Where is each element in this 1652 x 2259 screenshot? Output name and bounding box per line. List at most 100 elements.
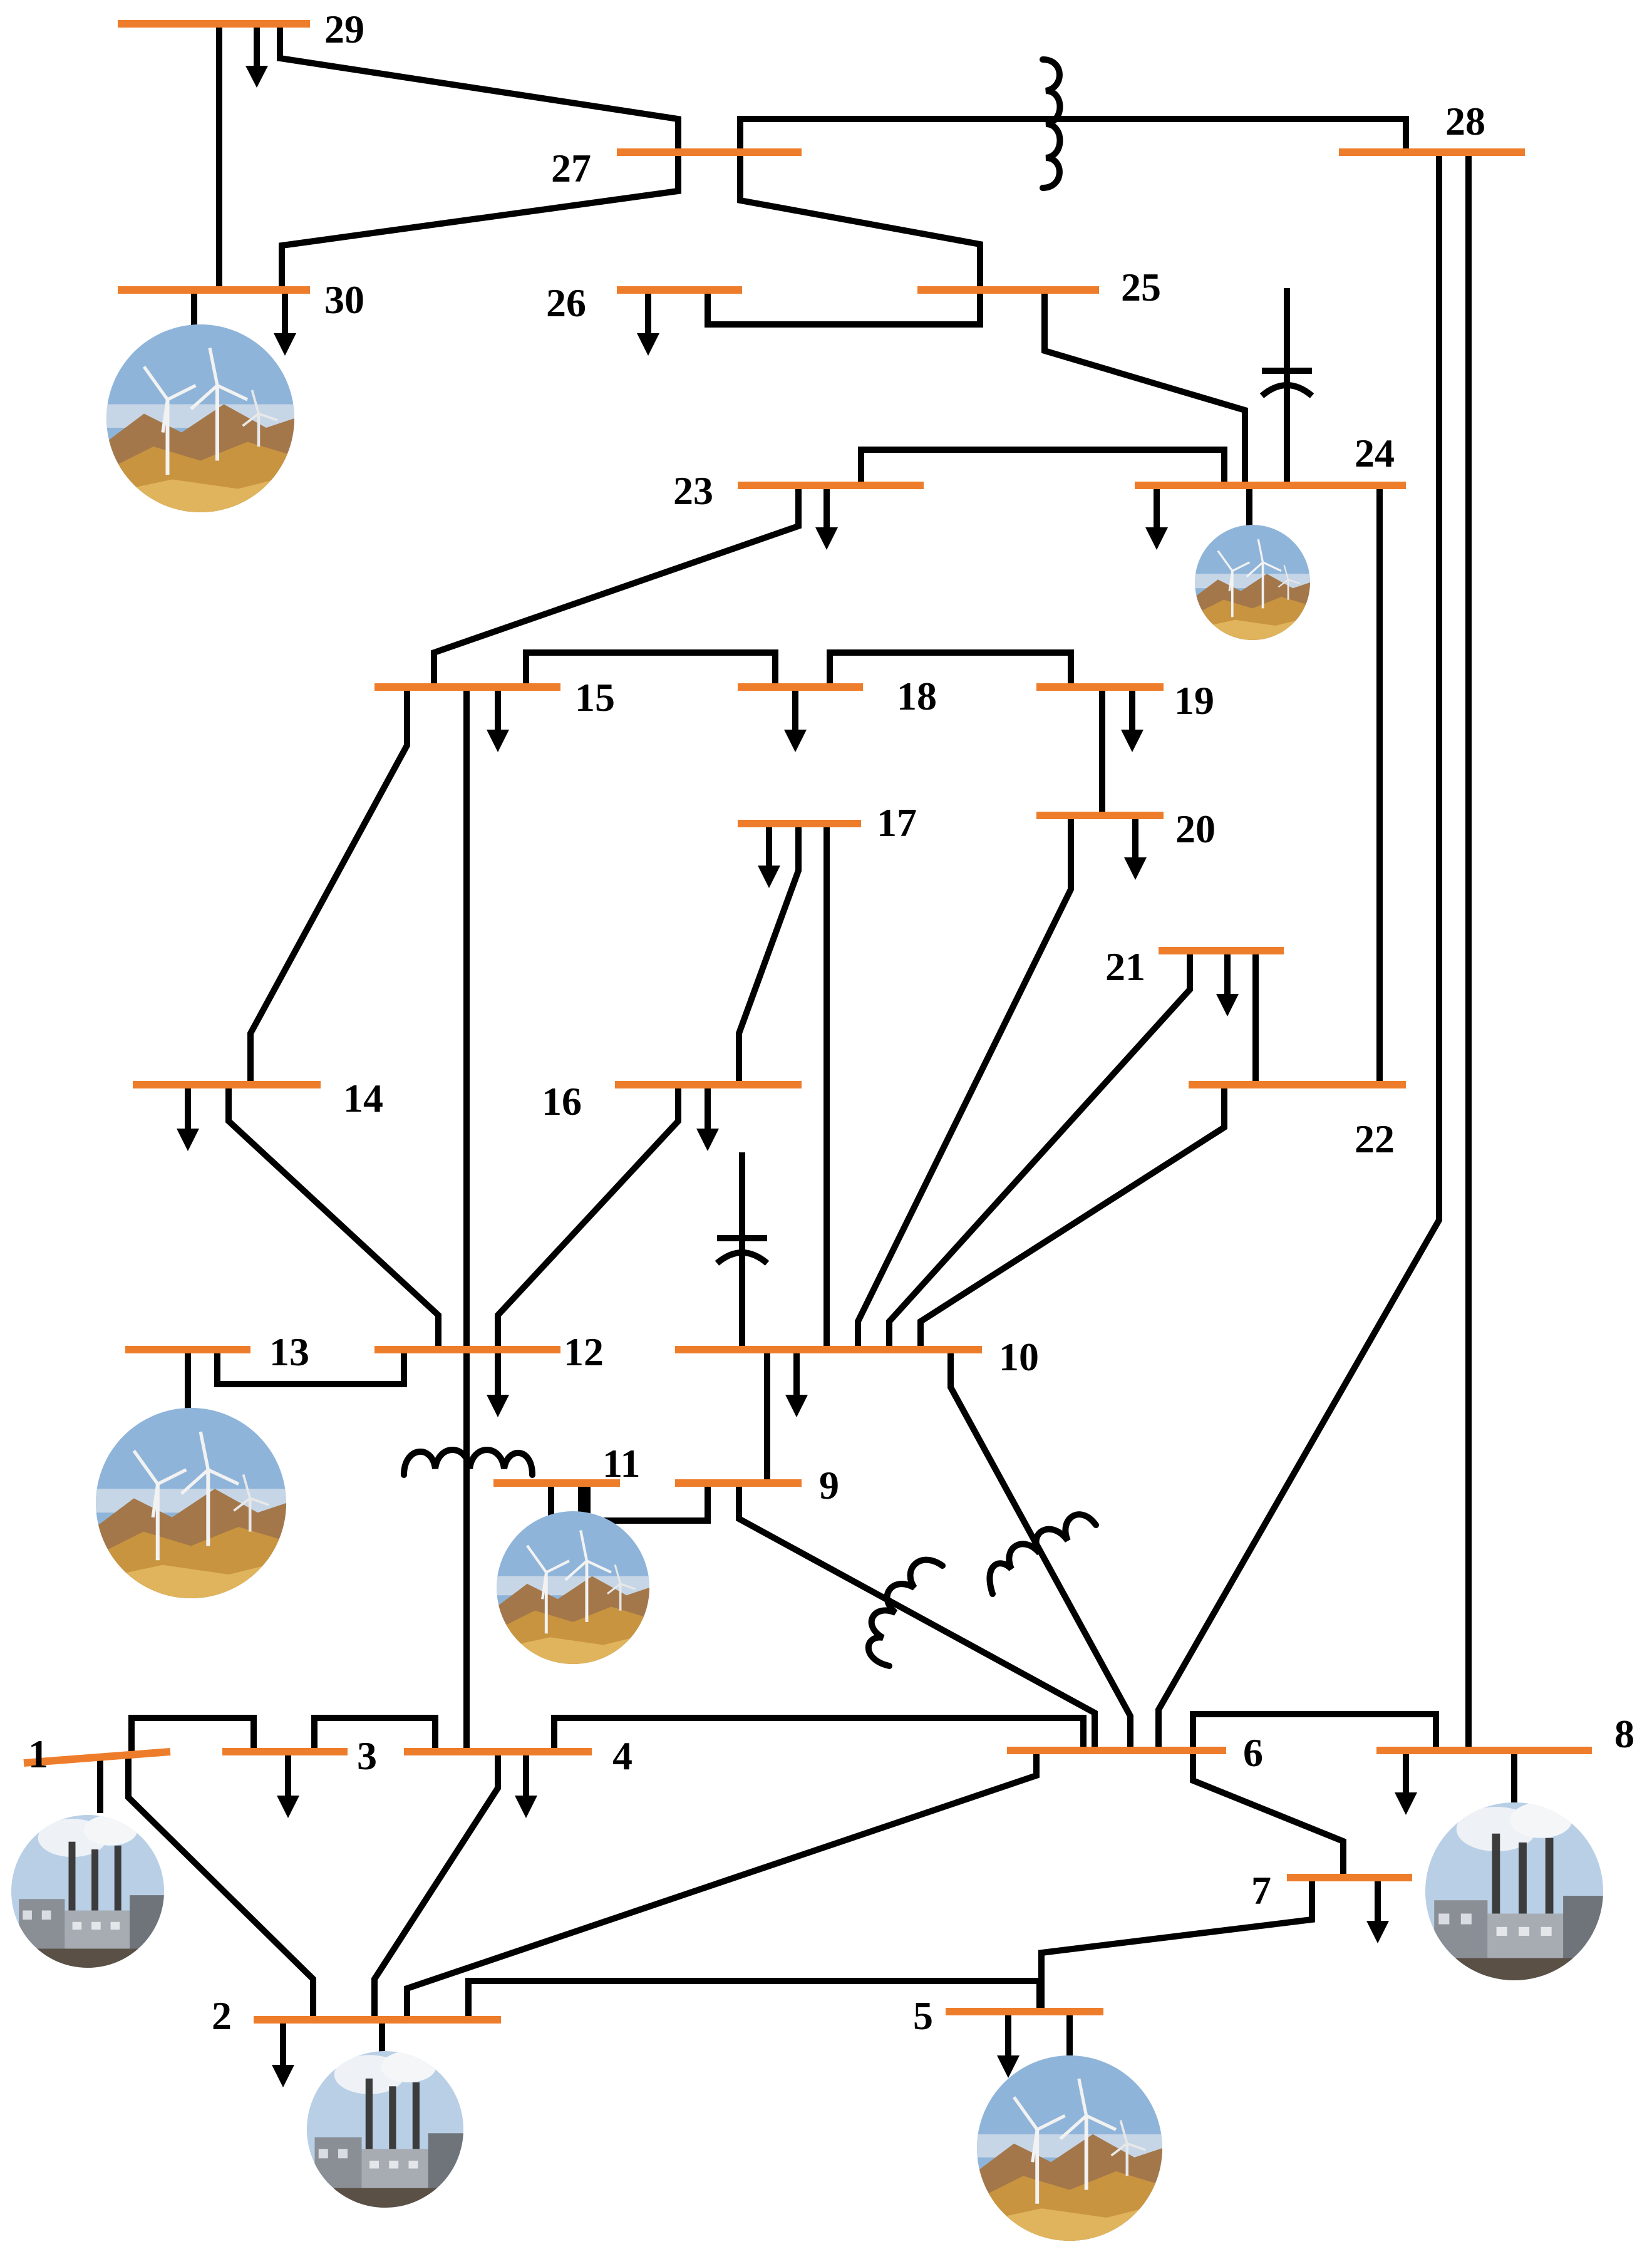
bus-label-4: 4 — [612, 1734, 632, 1778]
line-28-6 — [1155, 152, 1442, 1750]
bus-label-3: 3 — [357, 1734, 377, 1778]
line-15-18 — [523, 649, 778, 687]
bus-1 — [23, 1748, 171, 1767]
line-1-2 — [125, 1755, 316, 2020]
line-25-26 — [705, 290, 983, 328]
load-19-icon — [1121, 687, 1143, 752]
bus-label-29: 29 — [324, 7, 364, 51]
load-18-icon — [784, 687, 807, 752]
load-21-icon — [1216, 951, 1239, 1016]
bus-label-10: 10 — [999, 1335, 1039, 1379]
line-23-24 — [858, 447, 1227, 485]
transformer-27-28-icon — [1040, 56, 1063, 191]
line-23-15 — [431, 485, 802, 687]
load-16-icon — [696, 1085, 719, 1151]
load-29-icon — [245, 24, 268, 88]
load-12-icon — [487, 1350, 509, 1417]
line-18-19 — [827, 649, 1074, 687]
line-29-27 — [277, 24, 681, 152]
transformer-10-6-icon — [986, 1511, 1099, 1597]
bus-label-26: 26 — [546, 281, 586, 325]
load-2-icon — [272, 2020, 294, 2087]
capacitors — [715, 288, 1314, 1350]
line-20-10 — [855, 815, 1074, 1350]
capacitor-10-icon — [715, 1152, 770, 1350]
load-8-icon — [1395, 1750, 1417, 1815]
load-20-icon — [1124, 815, 1147, 880]
bus-label-18: 18 — [897, 674, 937, 718]
bus-label-14: 14 — [343, 1076, 383, 1120]
wind-turbine-icon — [106, 324, 294, 512]
bus-label-30: 30 — [324, 277, 364, 322]
line-6-7 — [1190, 1750, 1346, 1878]
wind-turbine-icon — [96, 1408, 286, 1598]
bus-label-8: 8 — [1614, 1712, 1634, 1756]
bus-label-11: 11 — [602, 1441, 640, 1486]
load-23-icon — [815, 485, 838, 550]
bus-label-9: 9 — [819, 1463, 839, 1507]
bus-label-23: 23 — [673, 468, 713, 513]
bus-label-6: 6 — [1243, 1730, 1263, 1775]
line-6-8 — [1190, 1711, 1439, 1750]
wind-turbine-icon — [497, 1511, 649, 1664]
load-7-icon — [1366, 1878, 1389, 1943]
load-14-icon — [177, 1085, 199, 1151]
bus-label-5: 5 — [913, 1993, 933, 2038]
bus-label-15: 15 — [575, 675, 615, 720]
bus-label-13: 13 — [269, 1330, 309, 1374]
wind-turbine-icon — [977, 2055, 1162, 2241]
bus-label-27: 27 — [551, 146, 591, 190]
bus-labels: 29 27 28 30 26 25 23 24 15 18 19 17 20 2… — [28, 7, 1634, 2038]
line-27-30 — [279, 152, 681, 290]
line-4-6 — [551, 1715, 1087, 1752]
generators — [11, 324, 1608, 2241]
bus-label-12: 12 — [564, 1330, 604, 1374]
line-9-6 — [736, 1483, 1098, 1750]
line-14-12 — [225, 1085, 441, 1350]
bus-label-25: 25 — [1121, 265, 1161, 309]
load-3-icon — [277, 1752, 299, 1818]
line-21-10 — [886, 951, 1193, 1350]
thermal-plant-icon — [307, 2051, 467, 2211]
thermal-plant-icon — [1425, 1802, 1608, 1985]
bus-label-17: 17 — [877, 800, 917, 845]
wind-turbine-icon — [1195, 525, 1310, 640]
bus-label-21: 21 — [1105, 944, 1145, 989]
bus-label-16: 16 — [542, 1079, 582, 1124]
bus-label-24: 24 — [1355, 431, 1395, 475]
line-27-28 — [737, 116, 1409, 152]
bus-label-20: 20 — [1175, 807, 1216, 851]
line-17-16 — [736, 824, 802, 1085]
load-30-icon — [274, 290, 296, 356]
load-15-icon — [487, 687, 509, 752]
load-5-icon — [997, 2012, 1020, 2078]
bus-label-19: 19 — [1174, 678, 1214, 723]
line-25-24 — [1041, 290, 1248, 485]
bus-label-7: 7 — [1251, 1868, 1271, 1913]
bus-label-1: 1 — [28, 1732, 48, 1776]
transformer-4-12-icon — [401, 1447, 535, 1478]
line-3-4 — [311, 1715, 438, 1752]
line-1-3 — [128, 1715, 257, 1755]
bus-label-22: 22 — [1355, 1117, 1395, 1161]
line-15-14 — [247, 687, 410, 1085]
load-4-icon — [515, 1752, 537, 1818]
line-13-12 — [214, 1350, 407, 1387]
bus-label-2: 2 — [212, 1993, 232, 2038]
line-27-25 — [737, 152, 983, 290]
line-16-12 — [495, 1085, 681, 1350]
buses — [23, 20, 1592, 2024]
load-26-icon — [637, 290, 659, 356]
bus-label-28: 28 — [1445, 99, 1485, 143]
line-6-2 — [404, 1750, 1040, 2020]
loads — [177, 24, 1417, 2087]
transmission-lines — [97, 24, 1517, 2064]
capacitor-24-icon — [1259, 288, 1314, 485]
load-17-icon — [758, 824, 780, 888]
line-9-11 — [584, 1483, 711, 1524]
line-4-2 — [371, 1752, 501, 2020]
line-7-5 — [1038, 1878, 1315, 2012]
transformer-9-6-icon — [865, 1556, 946, 1669]
transformers — [401, 56, 1099, 1669]
